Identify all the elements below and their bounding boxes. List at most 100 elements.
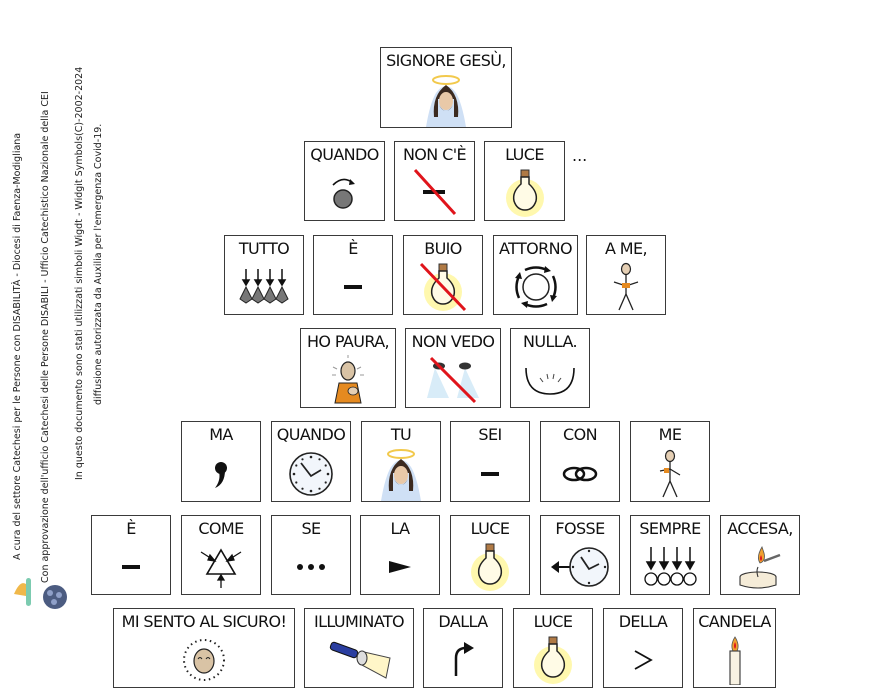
symbol-card-sempre: SEMPRE — [630, 515, 710, 595]
me-person-icon — [659, 449, 681, 497]
symbol-card-non-ce: NON C'È — [394, 141, 475, 221]
when-rotate-icon — [331, 178, 355, 209]
card-label: SE — [301, 519, 321, 538]
past-clock-icon — [551, 547, 609, 587]
card-label: FOSSE — [555, 519, 605, 538]
card-label: È — [126, 519, 136, 538]
symbol-card-luce-3: LUCE — [513, 608, 593, 688]
all-icon — [239, 269, 289, 304]
card-label: NON VEDO — [411, 332, 495, 351]
symbol-card-quando: QUANDO — [304, 141, 385, 221]
of-chevron-icon — [634, 650, 653, 670]
card-label: HO PAURA, — [306, 332, 390, 351]
from-arrow-icon — [454, 642, 474, 676]
jesus-icon — [426, 74, 466, 127]
lightbulb-icon — [471, 543, 509, 591]
lightbulb-icon — [534, 636, 572, 684]
symbol-card-dalla: DALLA — [423, 608, 503, 688]
symbol-card-luce-2: LUCE — [450, 515, 530, 595]
symbol-card-della: DELLA — [603, 608, 683, 688]
jesus-icon — [381, 448, 421, 501]
like-triangle-icon — [200, 548, 242, 588]
symbol-card-come: COME — [181, 515, 261, 595]
around-icon — [514, 266, 557, 308]
card-label: BUIO — [424, 239, 462, 258]
card-label: LUCE — [533, 612, 573, 631]
afraid-icon — [332, 355, 364, 404]
always-icon — [644, 547, 697, 586]
card-label: LA — [390, 519, 410, 538]
symbol-card-tu: TU — [361, 421, 441, 502]
symbol-card-signore-gesu: SIGNORE GESÙ, — [380, 47, 512, 128]
symbol-card-accesa: ACCESA, — [720, 515, 800, 595]
candle-icon — [728, 636, 741, 685]
card-label: ACCESA, — [727, 519, 793, 538]
credit-line-1: A cura del settore Catechesi per le Pers… — [12, 132, 23, 560]
card-label: QUANDO — [310, 145, 379, 164]
credit-line-4: diffusione autorizzata da Auxilia per l'… — [93, 123, 104, 405]
symbol-card-tutto: TUTTO — [224, 235, 304, 315]
symbol-card-candela: CANDELA — [693, 608, 776, 688]
symbol-card-ho-paura: HO PAURA, — [300, 328, 396, 408]
symbol-card-buio: BUIO — [403, 235, 483, 315]
card-label: A ME, — [604, 239, 648, 258]
symbol-card-attorno: ATTORNO — [493, 235, 578, 315]
lit-candle-icon — [739, 546, 781, 589]
article-arrow-icon — [389, 561, 411, 573]
card-label: NON C'È — [402, 145, 467, 164]
with-rings-icon — [562, 466, 598, 481]
card-label: DELLA — [618, 612, 668, 631]
symbol-card-luce: LUCE — [484, 141, 565, 221]
dark-bulb-icon — [419, 262, 467, 312]
symbol-card-nulla: NULLA. — [510, 328, 590, 408]
comma-icon — [215, 461, 227, 488]
card-label: ME — [658, 425, 682, 444]
card-label: LUCE — [470, 519, 510, 538]
card-label: LUCE — [505, 145, 544, 164]
is-dash-icon — [122, 565, 140, 569]
clock-icon — [289, 451, 333, 496]
card-label: CANDELA — [698, 612, 771, 631]
symbol-card-e-2: È — [91, 515, 171, 595]
symbol-card-non-vedo: NON VEDO — [405, 328, 501, 408]
card-label: DALLA — [438, 612, 488, 631]
card-label: È — [348, 239, 358, 258]
safe-face-icon — [183, 639, 225, 681]
flashlight-icon — [329, 641, 391, 679]
symbol-card-con: CON — [540, 421, 620, 502]
cei-logo — [40, 582, 70, 616]
symbol-card-e: È — [313, 235, 393, 315]
card-label: TU — [390, 425, 412, 444]
card-label: COME — [198, 519, 244, 538]
card-label: NULLA. — [522, 332, 578, 351]
credit-line-2: Con approvazione dell'ufficio Catechesi … — [40, 91, 51, 583]
is-dash-icon — [481, 471, 499, 476]
lightbulb-icon — [505, 169, 544, 217]
symbol-card-a-me: A ME, — [586, 235, 666, 315]
symbol-card-mi-sento-al-sicuro: MI SENTO AL SICURO! — [113, 608, 295, 688]
symbol-card-ma: MA — [181, 421, 261, 502]
symbol-card-quando-clock: QUANDO — [271, 421, 351, 502]
card-label: SEMPRE — [639, 519, 701, 538]
credit-line-3: In questo documento sono stati utilizzat… — [74, 66, 85, 480]
continuation-ellipsis: ... — [572, 146, 588, 165]
card-label: QUANDO — [276, 425, 346, 444]
symbol-card-illuminato: ILLUMINATO — [304, 608, 414, 688]
card-label: ILLUMINATO — [313, 612, 405, 631]
not-see-icon — [427, 356, 479, 404]
is-dash-icon — [344, 285, 362, 289]
symbol-card-se: SE — [271, 515, 351, 595]
card-label: ATTORNO — [498, 239, 573, 258]
card-label: MI SENTO AL SICURO! — [121, 612, 287, 631]
symbol-card-fosse: FOSSE — [540, 515, 620, 595]
ellipsis-icon — [297, 564, 325, 570]
nothing-icon — [525, 367, 575, 395]
not-is-icon — [413, 168, 456, 216]
symbol-card-me: ME — [630, 421, 710, 502]
card-label: SIGNORE GESÙ, — [386, 51, 506, 70]
card-label: TUTTO — [238, 239, 290, 258]
me-person-icon — [613, 262, 639, 311]
card-label: SEI — [478, 425, 502, 444]
symbol-card-sei: SEI — [450, 421, 530, 502]
symbol-card-la: LA — [360, 515, 440, 595]
